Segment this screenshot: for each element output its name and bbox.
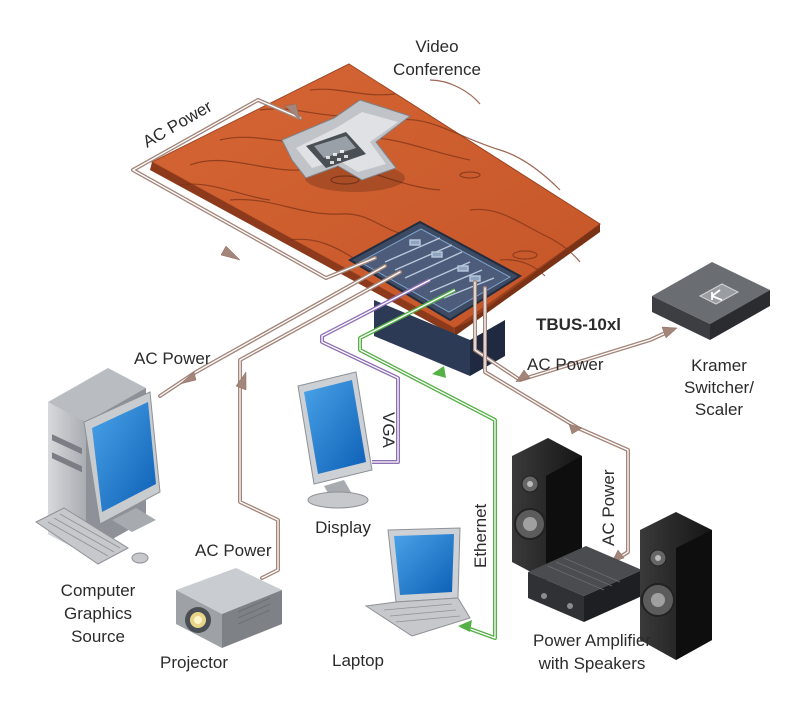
laptop-device[interactable] <box>364 527 471 637</box>
computer-label-line3: Source <box>71 627 125 646</box>
projector-device[interactable] <box>176 568 282 648</box>
display-monitor[interactable] <box>297 371 373 509</box>
kramer-logo-icon <box>711 289 723 301</box>
amplifier-label-line1: Power Amplifier <box>533 631 651 650</box>
vga-label: VGA <box>379 412 398 449</box>
arrowheads <box>179 103 678 563</box>
power-amplifier-with-speakers[interactable] <box>512 438 712 660</box>
kramer-label-line1: Kramer <box>691 356 747 375</box>
video-conference-label-line2: Conference <box>393 60 481 79</box>
computer-label-line2: Graphics <box>64 604 132 623</box>
ac-power-label-amplifier: AC Power <box>599 469 618 546</box>
computer-label-line1: Computer <box>61 581 136 600</box>
display-label: Display <box>315 518 371 537</box>
conference-phone[interactable] <box>281 99 412 192</box>
ethernet-label: Ethernet <box>471 503 490 568</box>
video-conference-label-line1: Video <box>415 37 458 56</box>
computer-graphics-source[interactable] <box>35 368 161 565</box>
kramer-label-line3: Scaler <box>695 400 744 419</box>
amplifier-label-line2: with Speakers <box>538 654 646 673</box>
projector-label: Projector <box>160 653 228 672</box>
tbus-panel[interactable] <box>347 220 522 322</box>
tbus-connectors <box>384 237 495 299</box>
vga-cable <box>320 278 431 464</box>
ethernet-cable <box>358 288 497 640</box>
kramer-switcher-device[interactable] <box>652 262 770 340</box>
ac-power-label-computer: AC Power <box>134 349 211 368</box>
tbus-model-label: TBUS-10xl <box>536 315 621 334</box>
ac-power-label-kramer: AC Power <box>527 355 604 374</box>
ac-power-label-projector: AC Power <box>195 541 272 560</box>
kramer-label-line2: Switcher/ <box>684 378 754 397</box>
laptop-label: Laptop <box>332 651 384 670</box>
